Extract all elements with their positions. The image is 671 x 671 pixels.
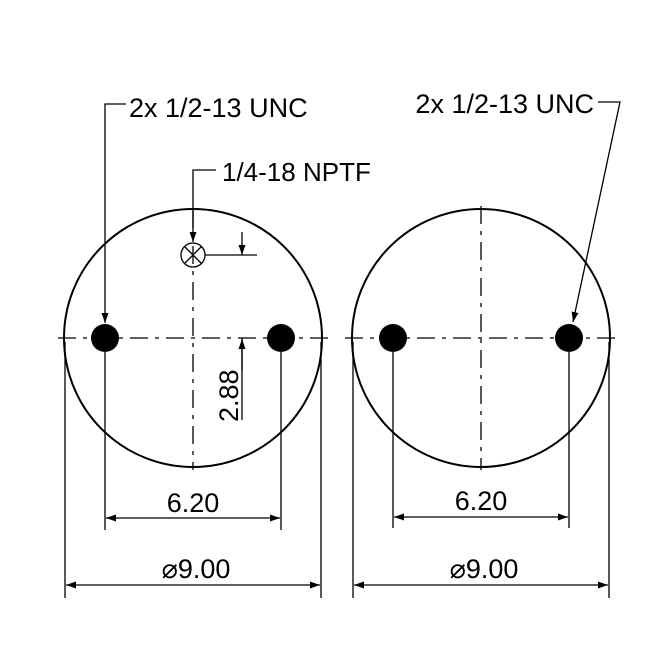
left-bolt-hole-right xyxy=(267,324,295,352)
left-bolt-callout-label: 2x 1/2-13 UNC xyxy=(129,93,308,123)
right-bolt-spacing-dimension xyxy=(392,352,570,528)
port-offset-value: 2.88 xyxy=(214,369,244,422)
right-bolt-hole-right xyxy=(555,324,583,352)
port-callout-leader xyxy=(189,169,216,242)
left-diameter-label: ⌀9.00 xyxy=(162,554,231,584)
right-bolt-callout-label: 2x 1/2-13 UNC xyxy=(415,89,594,119)
left-bolt-spacing-value: 6.20 xyxy=(167,488,220,518)
left-bolt-spacing-dimension xyxy=(104,352,282,530)
right-plate: 2x 1/2-13 UNC 6.20 ⌀9.00 xyxy=(345,89,621,598)
right-diameter-dimension xyxy=(352,342,610,598)
left-diameter-dimension xyxy=(64,342,322,598)
port-offset-dimension xyxy=(205,232,257,420)
right-bolt-hole-left xyxy=(379,324,407,352)
port-callout-label: 1/4-18 NPTF xyxy=(222,157,371,187)
left-bolt-hole-left xyxy=(91,324,119,352)
right-bolt-callout-leader xyxy=(571,101,621,323)
left-plate: 2x 1/2-13 UNC 1/4-18 NPTF 2.88 6.20 ⌀9.0… xyxy=(58,93,371,598)
left-bolt-callout-leader xyxy=(101,103,126,323)
right-diameter-label: ⌀9.00 xyxy=(450,554,519,584)
right-bolt-spacing-value: 6.20 xyxy=(455,486,508,516)
